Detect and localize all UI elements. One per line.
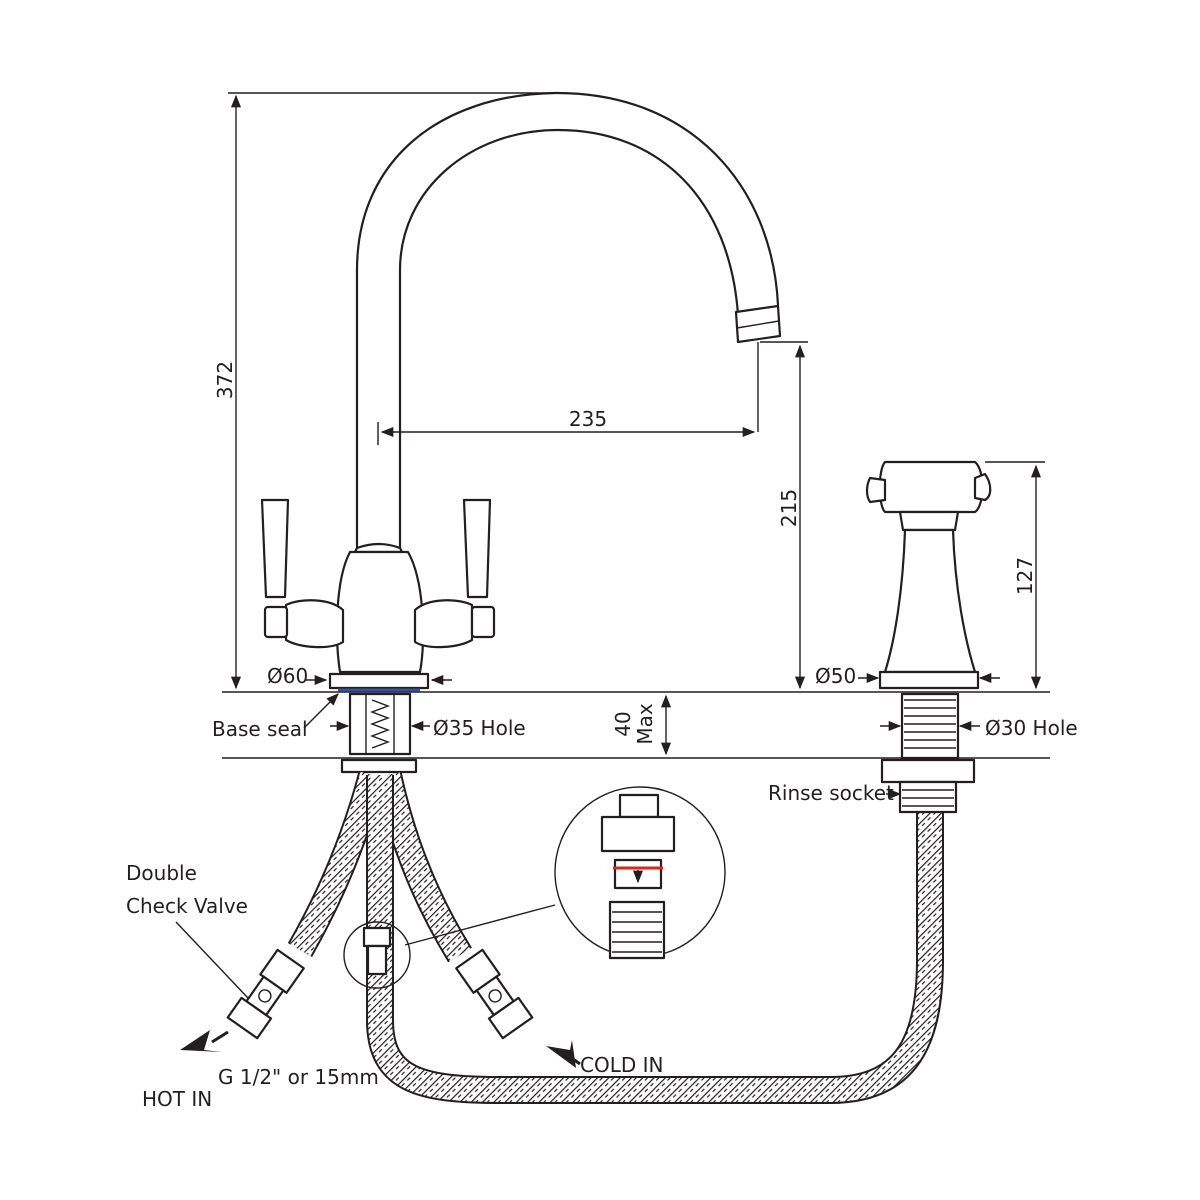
double-check-label-line2: Check Valve bbox=[126, 894, 248, 918]
rinse-socket bbox=[880, 692, 976, 814]
dimension-rinse-height bbox=[985, 461, 1045, 690]
base-diameter-label: Ø60 bbox=[267, 664, 308, 688]
hot-in-label: HOT IN bbox=[142, 1087, 212, 1111]
deck-thickness-note: Max bbox=[633, 703, 657, 745]
dimension-spout-height bbox=[760, 341, 808, 690]
tap-hoses bbox=[287, 771, 944, 1104]
rinse-base-diameter-label: Ø50 bbox=[815, 664, 856, 688]
dimension-spout-reach bbox=[377, 422, 756, 445]
double-check-label-line1: Double bbox=[126, 861, 197, 885]
rinse-socket-label: Rinse socket bbox=[768, 781, 894, 805]
spout-height-label: 215 bbox=[777, 489, 801, 527]
tap-spout bbox=[355, 91, 782, 550]
thread-size-label: G 1/2" or 15mm bbox=[218, 1065, 379, 1089]
spout-reach-label: 235 bbox=[569, 407, 607, 431]
rinse-head bbox=[865, 460, 992, 690]
tap-shank bbox=[340, 692, 418, 774]
rinse-height-label: 127 bbox=[1013, 557, 1037, 595]
overall-height-label: 372 bbox=[213, 361, 237, 399]
hot-in-arrow bbox=[180, 1030, 229, 1052]
cold-in-arrow bbox=[546, 1040, 581, 1068]
deck-thickness-label: 40 bbox=[611, 711, 635, 736]
connector-detail-large bbox=[404, 786, 726, 960]
tap-body bbox=[260, 498, 496, 692]
base-seal-label: Base seal bbox=[212, 717, 308, 741]
connector-detail-small bbox=[343, 921, 411, 989]
cold-in-label: COLD IN bbox=[580, 1053, 663, 1077]
cold-check-valve bbox=[455, 948, 534, 1040]
hole-30-label: Ø30 Hole bbox=[985, 716, 1078, 740]
hole-35-label: Ø35 Hole bbox=[433, 716, 526, 740]
hot-check-valve bbox=[226, 948, 305, 1040]
dimension-overall-height bbox=[228, 92, 560, 690]
